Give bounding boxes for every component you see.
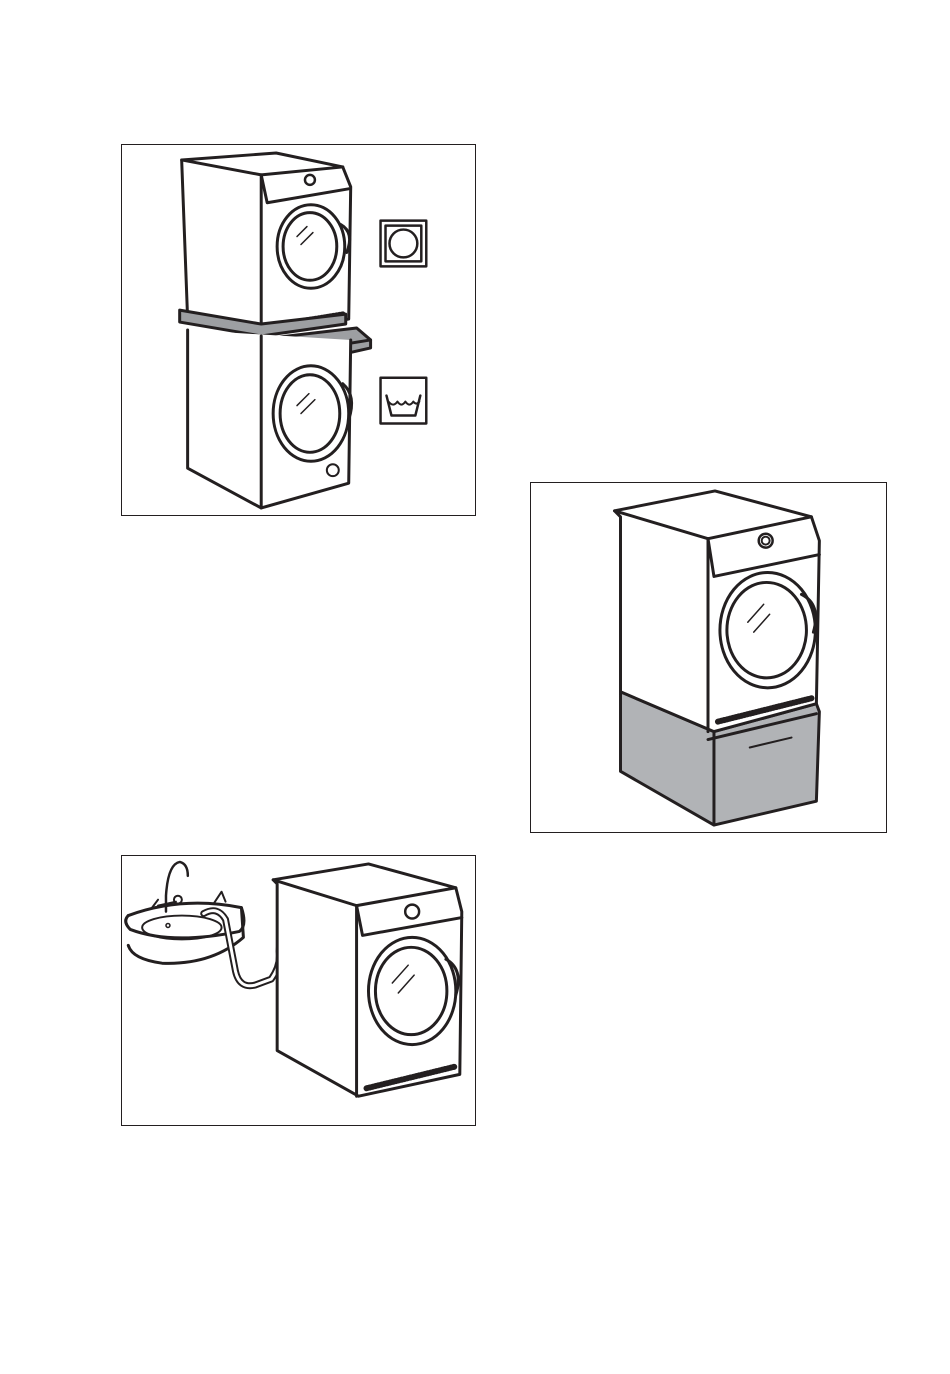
tumble-dry-symbol (381, 221, 427, 267)
figure-sink-drain-connection (121, 855, 476, 1126)
figure-stacking-kit (121, 144, 476, 516)
figure-pedestal-installation (530, 482, 887, 833)
stacked-dryer-washer-illustration (122, 145, 475, 515)
sink-drain-illustration (122, 856, 475, 1125)
dryer-appliance (273, 864, 462, 1096)
dryer-appliance (615, 491, 820, 732)
dryer-on-pedestal-illustration (531, 483, 886, 832)
washing-symbol (381, 378, 427, 424)
dryer-appliance (182, 153, 351, 334)
washer-appliance (188, 330, 352, 508)
